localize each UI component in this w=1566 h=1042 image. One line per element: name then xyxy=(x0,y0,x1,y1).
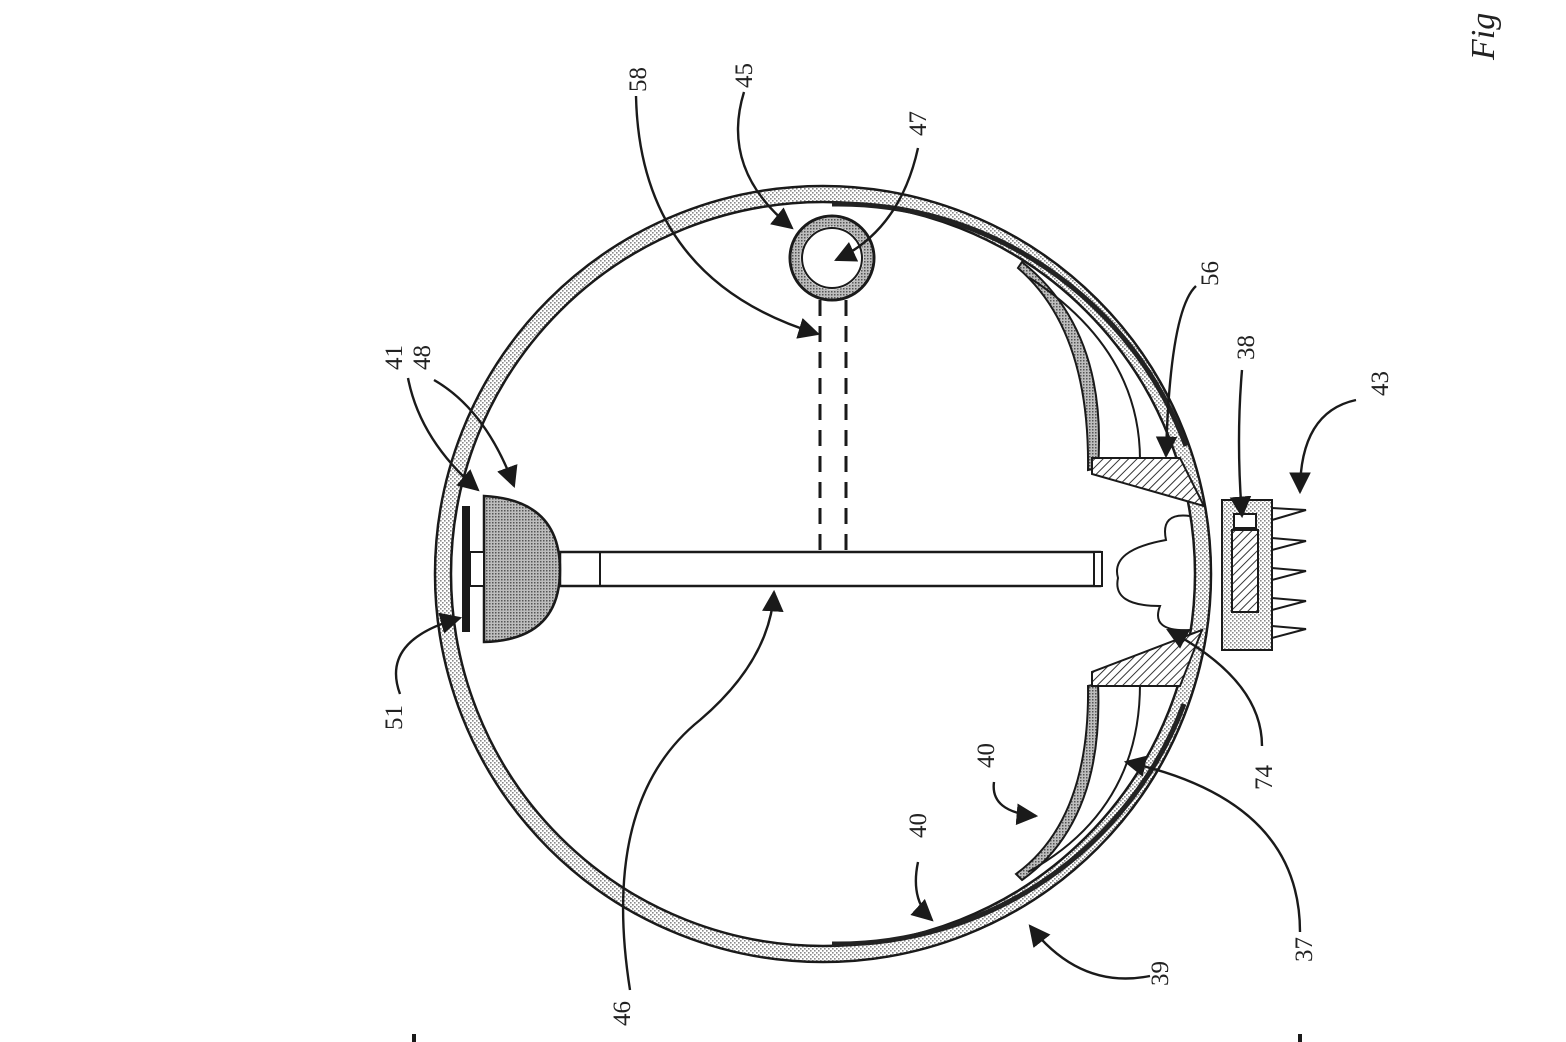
label-43: 43 xyxy=(1367,371,1394,396)
shaft xyxy=(558,550,1103,588)
edge-mark-left xyxy=(412,1034,416,1042)
curved-lobe xyxy=(1116,514,1191,632)
label-51: 51 xyxy=(381,705,408,730)
label-41: 41 xyxy=(381,345,408,370)
label-58: 58 xyxy=(625,67,652,92)
label-45: 45 xyxy=(731,63,758,88)
label-47: 47 xyxy=(905,111,932,136)
connector-assembly xyxy=(1221,499,1307,651)
inner-lining-arc xyxy=(831,703,1187,947)
label-56: 56 xyxy=(1197,261,1224,286)
lower-support-arc xyxy=(1027,683,1141,873)
label-40-vane: 40 xyxy=(973,743,1000,768)
inner-lining-arc-upper xyxy=(831,201,1189,447)
label-48: 48 xyxy=(409,345,436,370)
figure-title: Fig xyxy=(1465,13,1502,61)
hidden-channel xyxy=(818,300,848,552)
upper-support-arc xyxy=(1029,277,1141,461)
ring xyxy=(788,214,876,302)
leader-lines xyxy=(394,91,1357,991)
reference-labels: 51 41 48 46 58 45 47 40 40 56 38 43 74 3… xyxy=(381,63,1394,1026)
lower-vane xyxy=(1014,682,1100,882)
label-40-lower: 40 xyxy=(905,813,932,838)
label-74: 74 xyxy=(1251,765,1278,791)
dome-cap-assembly xyxy=(462,494,562,644)
edge-mark-right xyxy=(1298,1034,1302,1042)
wedge-support-upper xyxy=(1091,457,1206,508)
label-46: 46 xyxy=(609,1001,636,1026)
label-38: 38 xyxy=(1233,335,1260,360)
label-37: 37 xyxy=(1291,937,1318,962)
label-39: 39 xyxy=(1147,961,1174,986)
